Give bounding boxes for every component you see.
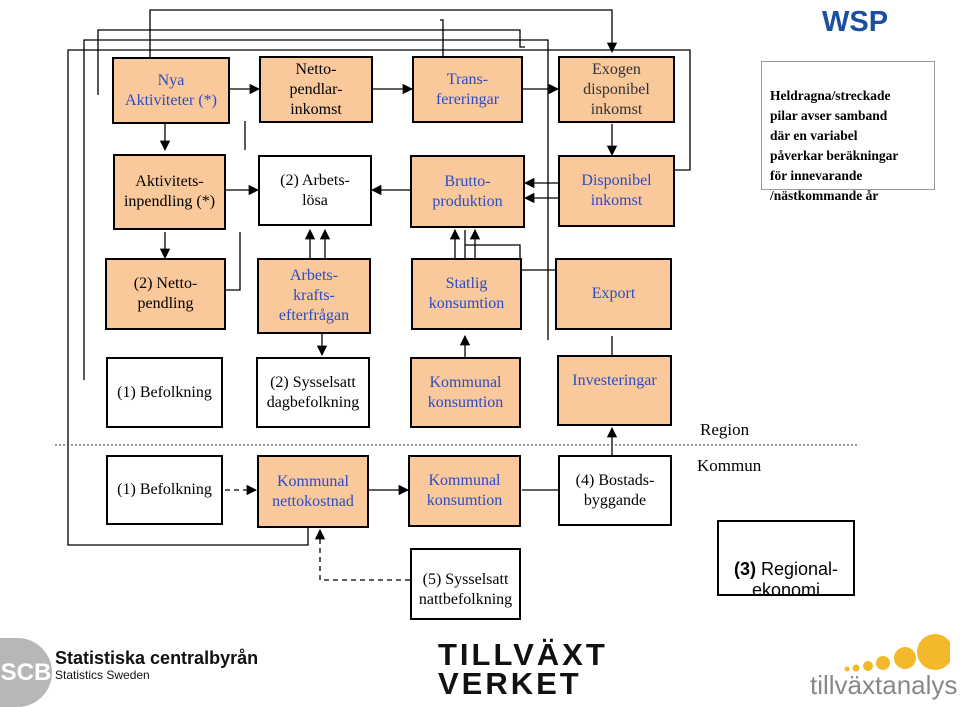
box-statlig-konsumtion: Statlig konsumtion [411, 258, 522, 330]
loop-line-4 [83, 39, 549, 380]
box-kommunal-nettokostnad-label: Kommunal nettokostnad [272, 472, 354, 510]
tillvaxtanalys-logo: tillväxtanalys [810, 670, 958, 700]
loop-line-1 [149, 9, 618, 57]
label-kommun: Kommun [697, 456, 761, 476]
box-disponibel-inkomst-label: Disponibel inkomst [581, 172, 652, 209]
line-nettokostnad-bottom [67, 490, 309, 546]
box-arbetslosa: (2) Arbets- lösa [258, 155, 372, 226]
box-transfereringar: Trans- fereringar [412, 56, 523, 123]
box-befolkning-region-label: (1) Befolkning [117, 383, 212, 401]
box-befolkning-region: (1) Befolkning [106, 357, 223, 428]
box-bruttoproduktion: Brutto- produktion [410, 155, 525, 228]
line-nettopendling-left [226, 232, 241, 291]
line-ink-link [465, 244, 555, 271]
label-region-text: Region [700, 420, 750, 439]
loop-line-2 [440, 19, 444, 56]
box-nettopendlarinkomst: Netto- pendlar- inkomst [259, 56, 373, 123]
box-arbetslosa-label: (2) Arbets- lösa [280, 171, 350, 209]
box-kommunal-konsumtion-kommun: Kommunal konsumtion [408, 455, 521, 527]
box-exogen-label: Exogen disponibel inkomst [583, 60, 650, 118]
box-bostadsbyggande-label: (4) Bostads- byggande [575, 471, 655, 509]
tillvaxtanalys-dots-icon [844, 634, 950, 672]
box-bostadsbyggande: (4) Bostads- byggande [558, 455, 672, 526]
box-export-label: Export [591, 285, 636, 302]
box-sysselsatt-nattbefolkning: (5) Sysselsatt nattbefolkning [410, 548, 521, 620]
regionalekonomi-number: (3) [733, 559, 756, 579]
footer-logo-bar [0, 628, 960, 707]
label-kommun-text: Kommun [697, 456, 762, 475]
label-region: Region [700, 420, 749, 440]
regionalekonomi-text: Regional- ekonomi [751, 559, 839, 600]
box-regionalekonomi: (3) Regional- ekonomi [717, 520, 855, 600]
loop-line-5 [67, 49, 691, 490]
box-nettopendling-label: (2) Netto- pendling [133, 275, 198, 312]
box-sysselsatt-dagbefolkning-label: (2) Sysselsatt dagbefolkning [266, 373, 360, 411]
box-bruttoproduktion-label: Brutto- produktion [432, 172, 503, 210]
box-export: Export [555, 258, 672, 330]
box-arbetskraftsefterfragan-label: Arbets- krafts- efterfrågan [278, 267, 350, 324]
box-nya-aktiviteter-label: Nya Aktiviteter (*) [125, 71, 217, 109]
box-investeringar-label: Investeringar [572, 372, 657, 389]
box-kommunal-konsumtion-kommun-label: Kommunal konsumtion [426, 472, 503, 509]
box-nettopendling: (2) Netto- pendling [105, 258, 226, 330]
loop-line-3 [97, 29, 525, 95]
box-disponibel-inkomst: Disponibel inkomst [558, 155, 675, 227]
box-kommunal-konsumtion-region-label: Kommunal konsumtion [427, 373, 504, 411]
box-nya-aktiviteter: Nya Aktiviteter (*) [112, 57, 230, 124]
box-transfereringar-label: Trans- fereringar [435, 70, 500, 108]
box-nettopendlarinkomst-label: Netto- pendlar- inkomst [289, 60, 343, 118]
box-sysselsatt-nattbefolkning-label: (5) Sysselsatt nattbefolkning [418, 571, 513, 608]
box-exogen-disponibel-inkomst: Exogen disponibel inkomst [558, 56, 675, 123]
dashed-natt-netto [314, 528, 410, 581]
box-befolkning-kommun: (1) Befolkning [106, 455, 223, 525]
legend-text: Heldragna/streckade pilar avser samband … [770, 88, 899, 203]
legend-box: Heldragna/streckade pilar avser samband … [761, 61, 935, 203]
scb-logo-mark: SCB [0, 659, 52, 686]
box-arbetskraftsefterfragan: Arbets- krafts- efterfrågan [257, 258, 371, 334]
tillvaxtverket-logo: TILLVÄXT VERKET [438, 637, 608, 701]
scb-subtitle: Statistics Sweden [55, 668, 150, 682]
box-investeringar: Investeringar [557, 355, 672, 426]
box-befolkning-kommun-label: (1) Befolkning [117, 481, 212, 498]
box-kommunal-nettokostnad: Kommunal nettokostnad [257, 455, 369, 528]
box-kommunal-konsumtion-region: Kommunal konsumtion [410, 357, 521, 428]
scb-name: Statistiska centralbyrån [55, 648, 259, 668]
wsp-logo: WSP [822, 6, 888, 39]
box-statlig-konsumtion-label: Statlig konsumtion [428, 275, 505, 312]
wsp-logo-text: WSP [822, 6, 889, 38]
box-aktivitetsinpendling: Aktivitets- inpendling (*) [113, 154, 226, 230]
box-aktivitetsinpendling-label: Aktivitets- inpendling (*) [123, 173, 216, 210]
box-sysselsatt-dagbefolkning: (2) Sysselsatt dagbefolkning [256, 357, 370, 428]
